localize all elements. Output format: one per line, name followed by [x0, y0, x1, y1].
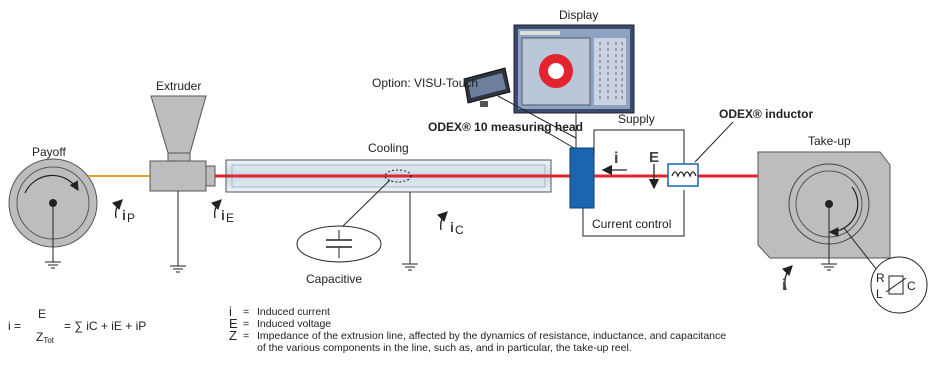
- legend: i = Induced current E = Induced voltage …: [229, 304, 727, 354]
- formula-rhs: = ∑ iC + iE + iP: [64, 319, 147, 333]
- induced-current-label: i: [614, 150, 618, 167]
- legend-text: Impedance of the extrusion line, affecte…: [257, 330, 727, 342]
- legend-text: Induced voltage: [257, 318, 332, 330]
- takeup-label: Take-up: [808, 134, 851, 148]
- measuring-head-label: ODEX® 10 measuring head: [428, 120, 583, 134]
- svg-text:i: i: [122, 207, 126, 223]
- rlc-symbol: R L C: [870, 256, 928, 314]
- current-arrow-ie: i E: [210, 199, 234, 225]
- inductor: [667, 163, 699, 187]
- legend-row: Z = Impedance of the extrusion line, aff…: [229, 328, 727, 343]
- visu-touch-panel: [463, 67, 511, 107]
- legend-symbol: E: [229, 316, 238, 331]
- legend-text: of the various components in the line, s…: [257, 342, 632, 354]
- svg-text:E: E: [226, 211, 234, 225]
- current-control-label: Current control: [592, 217, 671, 231]
- formula-lhs: i =: [8, 319, 22, 333]
- payoff-reel: [8, 158, 98, 262]
- legend-symbol: Z: [229, 328, 237, 343]
- payoff-label: Payoff: [32, 145, 66, 159]
- extruder-label: Extruder: [156, 79, 201, 93]
- measuring-head: [569, 147, 595, 209]
- extruder: [149, 95, 216, 273]
- svg-text:i: i: [221, 207, 225, 223]
- legend-text: Induced current: [257, 306, 330, 318]
- current-arrow-ip: i P: [111, 199, 135, 225]
- ground-symbol: [45, 261, 61, 269]
- svg-text:i: i: [782, 277, 786, 294]
- voltage-label: E: [649, 149, 659, 166]
- legend-row: of the various components in the line, s…: [229, 342, 726, 354]
- visu-touch-label: Option: VISU-Touch: [372, 76, 478, 90]
- svg-text:R: R: [876, 271, 885, 285]
- legend-symbol: i: [229, 304, 232, 319]
- cooling-label: Cooling: [368, 141, 409, 155]
- capacitor-symbol: [296, 225, 382, 263]
- capacitive-label: Capacitive: [306, 272, 362, 286]
- visu-connector: [497, 95, 577, 139]
- takeup-reel: [757, 151, 891, 271]
- formula-numerator: E: [38, 307, 47, 321]
- svg-text:i: i: [450, 219, 454, 235]
- current-arrow-takeup: i: [781, 265, 793, 294]
- svg-text:L: L: [876, 287, 883, 301]
- display-monitor: [513, 24, 635, 114]
- supply-label: Supply: [618, 112, 655, 126]
- inductor-label: ODEX® inductor: [719, 107, 814, 121]
- svg-text:P: P: [127, 211, 135, 225]
- legend-row: i = Induced current: [229, 304, 330, 319]
- current-arrow-ic: i C: [436, 211, 464, 237]
- impedance-formula: i = E ZTot = ∑ iC + iE + iP: [8, 307, 228, 347]
- svg-text:C: C: [455, 223, 464, 237]
- display-label: Display: [559, 8, 598, 22]
- cooling-trough: [225, 159, 552, 271]
- formula-denominator: ZTot: [36, 330, 55, 345]
- svg-text:C: C: [907, 279, 916, 293]
- legend-symbol: [229, 342, 243, 354]
- supply-loop: [582, 129, 685, 237]
- legend-row: E = Induced voltage: [229, 316, 332, 331]
